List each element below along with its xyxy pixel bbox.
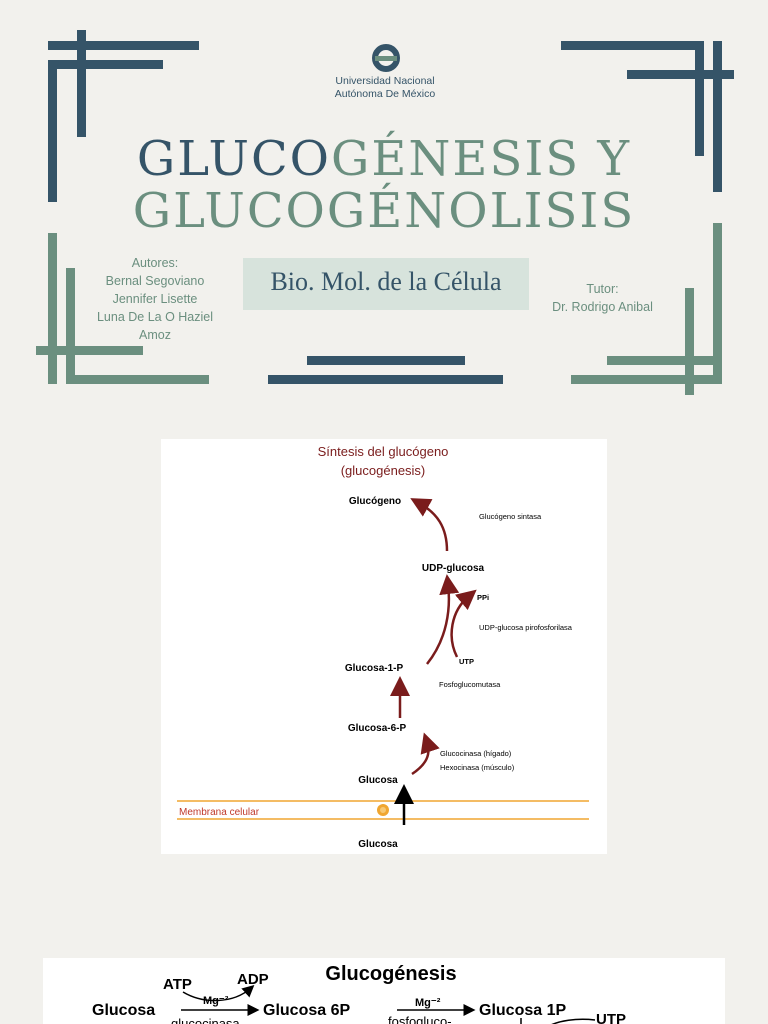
frame-bar bbox=[695, 41, 704, 156]
author-name: Bernal Segoviano bbox=[105, 274, 205, 288]
label-glucocinasa-partial: glucocinasa bbox=[171, 1016, 240, 1024]
label-ppi: PPi bbox=[477, 593, 489, 602]
label-mg-2: Mg⁻² bbox=[415, 997, 441, 1009]
label-udp-glucosa: UDP-glucosa bbox=[422, 563, 485, 574]
label-glucosa: Glucosa bbox=[92, 1002, 155, 1019]
label-udp-pirofosforilasa: UDP-glucosa pirofosforilasa bbox=[479, 623, 573, 632]
frame-bar bbox=[77, 30, 86, 137]
author-name: Jennifer Lisette bbox=[112, 292, 198, 306]
frame-bar bbox=[571, 375, 722, 384]
arrow-glucogeno-sintasa bbox=[410, 498, 449, 552]
label-glucosa-6-p: Glucosa-6-P bbox=[348, 723, 407, 734]
authors-block: Autores: Bernal Segoviano Jennifer Liset… bbox=[85, 254, 225, 344]
frame-bar bbox=[627, 70, 734, 79]
frame-bar bbox=[48, 60, 57, 202]
frame-bar bbox=[48, 233, 57, 384]
arrow-ppi bbox=[450, 589, 477, 658]
label-utp: UTP bbox=[459, 657, 474, 666]
university-logo-icon bbox=[371, 43, 401, 73]
glycogenesis-diagram: Síntesis del glucógeno (glucogénesis) Gl… bbox=[161, 439, 607, 854]
label-glucosa-1-p: Glucosa-1-P bbox=[345, 663, 404, 674]
frame-bar bbox=[713, 223, 722, 384]
frame-bar bbox=[36, 346, 143, 355]
author-name: Luna De La O Haziel bbox=[96, 310, 214, 324]
university-line-1: Universidad Nacional bbox=[335, 75, 435, 87]
transporter-icon bbox=[377, 804, 389, 816]
tutor-name: Dr. Rodrigo Anibal bbox=[552, 300, 653, 314]
frame-bar bbox=[685, 288, 694, 395]
label-glucosa-in: Glucosa bbox=[358, 775, 398, 786]
glucogenesis-diagram-2-svg: Glucogénesis ATP ADP Mg⁻² Glucosa Glucos… bbox=[92, 963, 626, 1024]
frame-bar bbox=[561, 41, 704, 50]
label-glucogeno: Glucógeno bbox=[349, 496, 401, 507]
university-name: Universidad Nacional Autónoma De México bbox=[300, 75, 470, 101]
glucogenesis-diagram-2: Glucogénesis ATP ADP Mg⁻² Glucosa Glucos… bbox=[43, 958, 725, 1024]
frame-bar bbox=[307, 356, 465, 365]
page-title: GLUCOGÉNESIS Y bbox=[0, 133, 768, 185]
frame-bar bbox=[268, 375, 503, 384]
tutor-heading: Tutor: bbox=[586, 282, 619, 296]
frame-bar bbox=[48, 41, 199, 50]
page-title-line-2: GLUCOGÉNOLISIS bbox=[132, 183, 636, 239]
author-name: Amoz bbox=[139, 328, 171, 342]
arrow-to-udp-glucosa bbox=[426, 574, 460, 665]
label-atp: ATP bbox=[163, 976, 192, 993]
arrow-atp-adp bbox=[182, 985, 255, 1002]
label-fosfoglucomutasa: Fosfoglucomutasa bbox=[439, 680, 501, 689]
arrow-utp bbox=[551, 1018, 596, 1024]
label-utp-2: UTP bbox=[596, 1011, 626, 1024]
title-part-2: GÉNESIS Y bbox=[331, 131, 632, 187]
frame-bar bbox=[66, 268, 75, 384]
diagram-title-line-1: Síntesis del glucógeno bbox=[318, 444, 449, 459]
label-glucosa-out: Glucosa bbox=[358, 839, 398, 850]
university-line-2: Autónoma De México bbox=[334, 88, 436, 100]
title-part-1: GLUCO bbox=[136, 131, 332, 187]
label-hexocinasa: Hexocinasa (músculo) bbox=[440, 763, 515, 772]
authors-heading: Autores: bbox=[131, 256, 179, 270]
frame-bar bbox=[713, 41, 722, 192]
label-glucosa-1p: Glucosa 1P bbox=[479, 1002, 566, 1019]
label-fosfogluco-partial: fosfogluco- bbox=[388, 1014, 452, 1024]
frame-bar bbox=[66, 375, 209, 384]
course-name: Bio. Mol. de la Célula bbox=[243, 258, 529, 310]
diagram-title-line-2: (glucogénesis) bbox=[341, 463, 426, 478]
frame-bar bbox=[48, 60, 163, 69]
diagram-2-title: Glucogénesis bbox=[325, 963, 456, 985]
glycogenesis-diagram-svg: Síntesis del glucógeno (glucogénesis) Gl… bbox=[177, 444, 589, 850]
label-glucosa-6p: Glucosa 6P bbox=[263, 1002, 350, 1019]
arrow-glucocinasa bbox=[411, 732, 440, 776]
label-adp: ADP bbox=[237, 971, 269, 988]
label-glucogeno-sintasa: Glucógeno sintasa bbox=[479, 512, 542, 521]
label-glucocinasa: Glucocinasa (hígado) bbox=[440, 749, 512, 758]
label-membrana: Membrana celular bbox=[179, 807, 260, 818]
frame-bar bbox=[607, 356, 722, 365]
tutor-block: Tutor: Dr. Rodrigo Anibal bbox=[535, 280, 670, 316]
label-mg-1: Mg⁻² bbox=[203, 995, 229, 1007]
